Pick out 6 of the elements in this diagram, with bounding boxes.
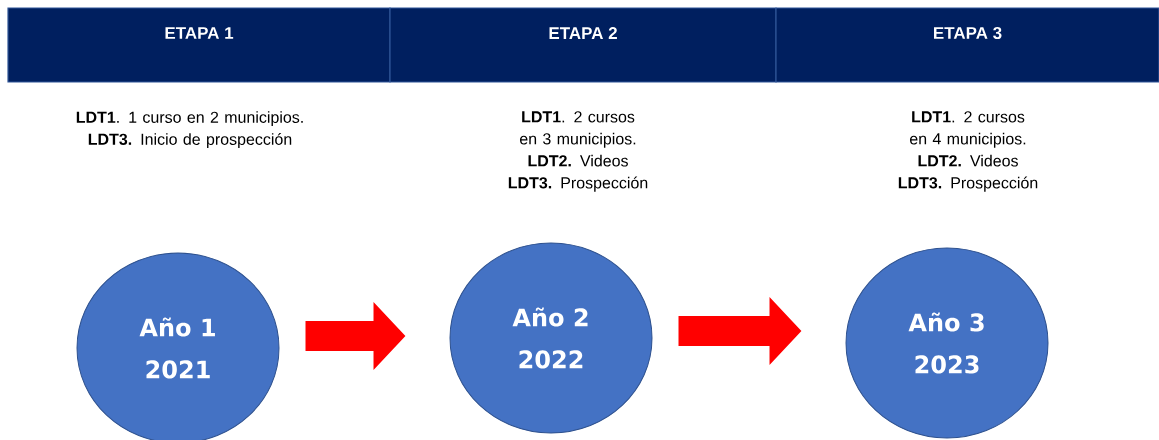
stage-header: ETAPA 3 (775, 7, 1159, 83)
stage-header: ETAPA 2 (389, 7, 777, 83)
stage-description: LDT1. 2 cursos en 3 municipios. LDT2. Videos LDT3. Prospección (508, 111, 648, 192)
stage-description: LDT1. 1 curso en 2 municipios. LDT3. Inicio de prospección (76, 111, 303, 149)
stage-description: LDT1. 2 cursos en 4 municipios. LDT2. Videos LDT3. Prospección (898, 111, 1038, 192)
stage-header: ETAPA 1 (7, 7, 391, 83)
